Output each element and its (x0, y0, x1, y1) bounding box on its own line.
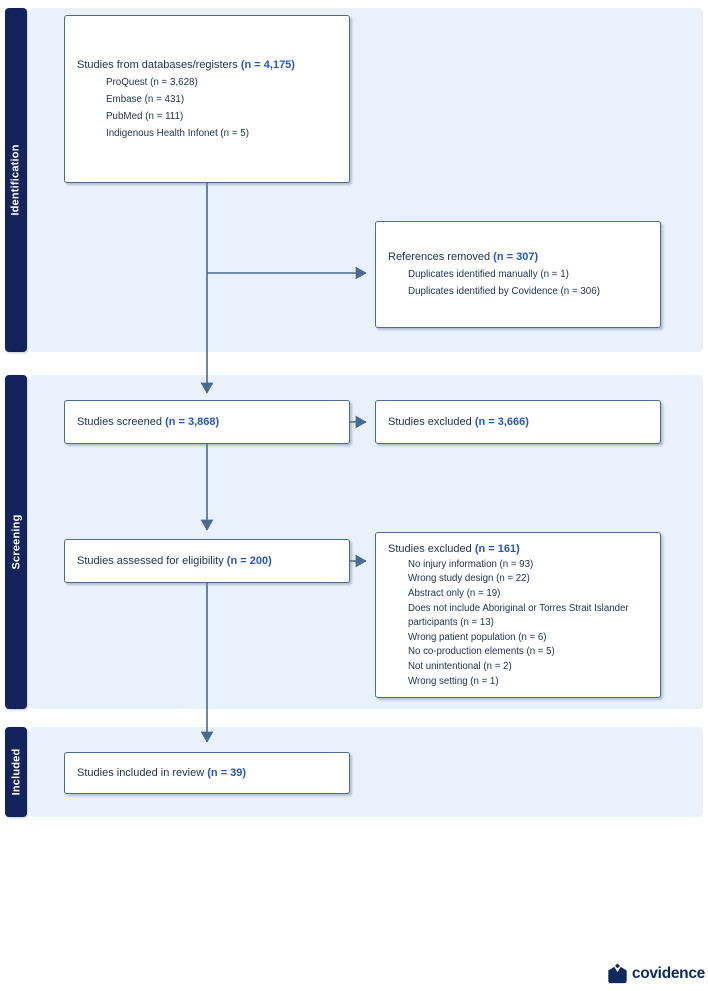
box-included: Studies included in review (n = 39) (64, 752, 350, 794)
list-item: Wrong patient population (n = 6) (408, 631, 547, 643)
box-excluded-eligibility-label: Studies excluded (388, 542, 475, 555)
box-screened-label: Studies screened (77, 415, 166, 428)
list-item: Wrong study design (n = 22) (408, 573, 530, 585)
box-references-label: References removed (388, 251, 494, 263)
box-included-heading: Studies included in review (n = 39) (77, 765, 339, 782)
box-excluded-screening-label: Studies excluded (388, 415, 475, 428)
included-band: Included (5, 727, 27, 817)
included-label: Included (10, 748, 23, 796)
list-item: PubMed (n = 111) (106, 110, 184, 122)
box-databases-count: (n = 4,175) (240, 58, 295, 71)
box-assessed-count: (n = 200) (226, 554, 272, 567)
screening-label: Screening (10, 514, 22, 570)
box-excluded-screening-heading: Studies excluded (n = 3,666) (388, 414, 650, 431)
box-excluded-eligibility-items: No injury information (n = 93) Wrong stu… (388, 558, 650, 689)
box-references-items: Duplicates identified manually (n = 1) D… (388, 266, 650, 300)
box-assessed: Studies assessed for eligibility (n = 20… (64, 539, 350, 583)
box-included-count: (n = 39) (207, 766, 247, 779)
box-screened-heading: Studies screened (n = 3,868) (77, 414, 339, 431)
list-item: No injury information (n = 93) (408, 558, 534, 570)
list-item: Indigenous Health Infonet (n = 5) (106, 127, 249, 139)
box-screened: Studies screened (n = 3,868) (64, 400, 350, 444)
box-excluded-screening-count: (n = 3,666) (474, 415, 529, 428)
list-item: No co-production elements (n = 5) (408, 646, 555, 658)
box-references-heading: References removed (n = 307) (388, 249, 650, 266)
box-assessed-label: Studies assessed for eligibility (77, 554, 227, 567)
box-databases-items: ProQuest (n = 3,628) Embase (n = 431) Pu… (77, 74, 339, 142)
list-item: Embase (n = 431) (106, 93, 185, 105)
covidence-logo: covidence (607, 963, 705, 984)
identification-band: Identification (5, 8, 27, 352)
covidence-logo-icon (608, 963, 627, 984)
list-item: Abstract only (n = 19) (408, 588, 501, 600)
box-references-removed: References removed (n = 307) Duplicates … (375, 221, 661, 328)
list-item: Duplicates identified manually (n = 1) (408, 269, 569, 280)
list-item: Does not include Aboriginal or Torres St… (408, 602, 629, 629)
screening-band: Screening (5, 375, 27, 709)
box-references-count: (n = 307) (493, 251, 539, 263)
box-excluded-eligibility-count: (n = 161) (474, 542, 520, 555)
identification-label: Identification (10, 144, 22, 216)
box-assessed-heading: Studies assessed for eligibility (n = 20… (77, 553, 339, 570)
box-databases: Studies from databases/registers (n = 4,… (64, 15, 350, 183)
list-item: Wrong setting (n = 1) (408, 675, 499, 687)
box-databases-label: Studies from databases/registers (77, 58, 241, 71)
box-excluded-screening: Studies excluded (n = 3,666) (375, 400, 661, 444)
box-screened-count: (n = 3,868) (165, 415, 220, 428)
covidence-logo-text: covidence (631, 964, 705, 982)
list-item: ProQuest (n = 3,628) (106, 76, 198, 88)
box-excluded-eligibility-heading: Studies excluded (n = 161) (388, 541, 650, 558)
list-item: Duplicates identified by Covidence (n = … (408, 286, 600, 297)
box-included-label: Studies included in review (77, 766, 208, 779)
box-databases-heading: Studies from databases/registers (n = 4,… (77, 57, 339, 74)
box-excluded-eligibility: Studies excluded (n = 161) No injury inf… (375, 532, 661, 698)
list-item: Not unintentional (n = 2) (408, 660, 512, 672)
